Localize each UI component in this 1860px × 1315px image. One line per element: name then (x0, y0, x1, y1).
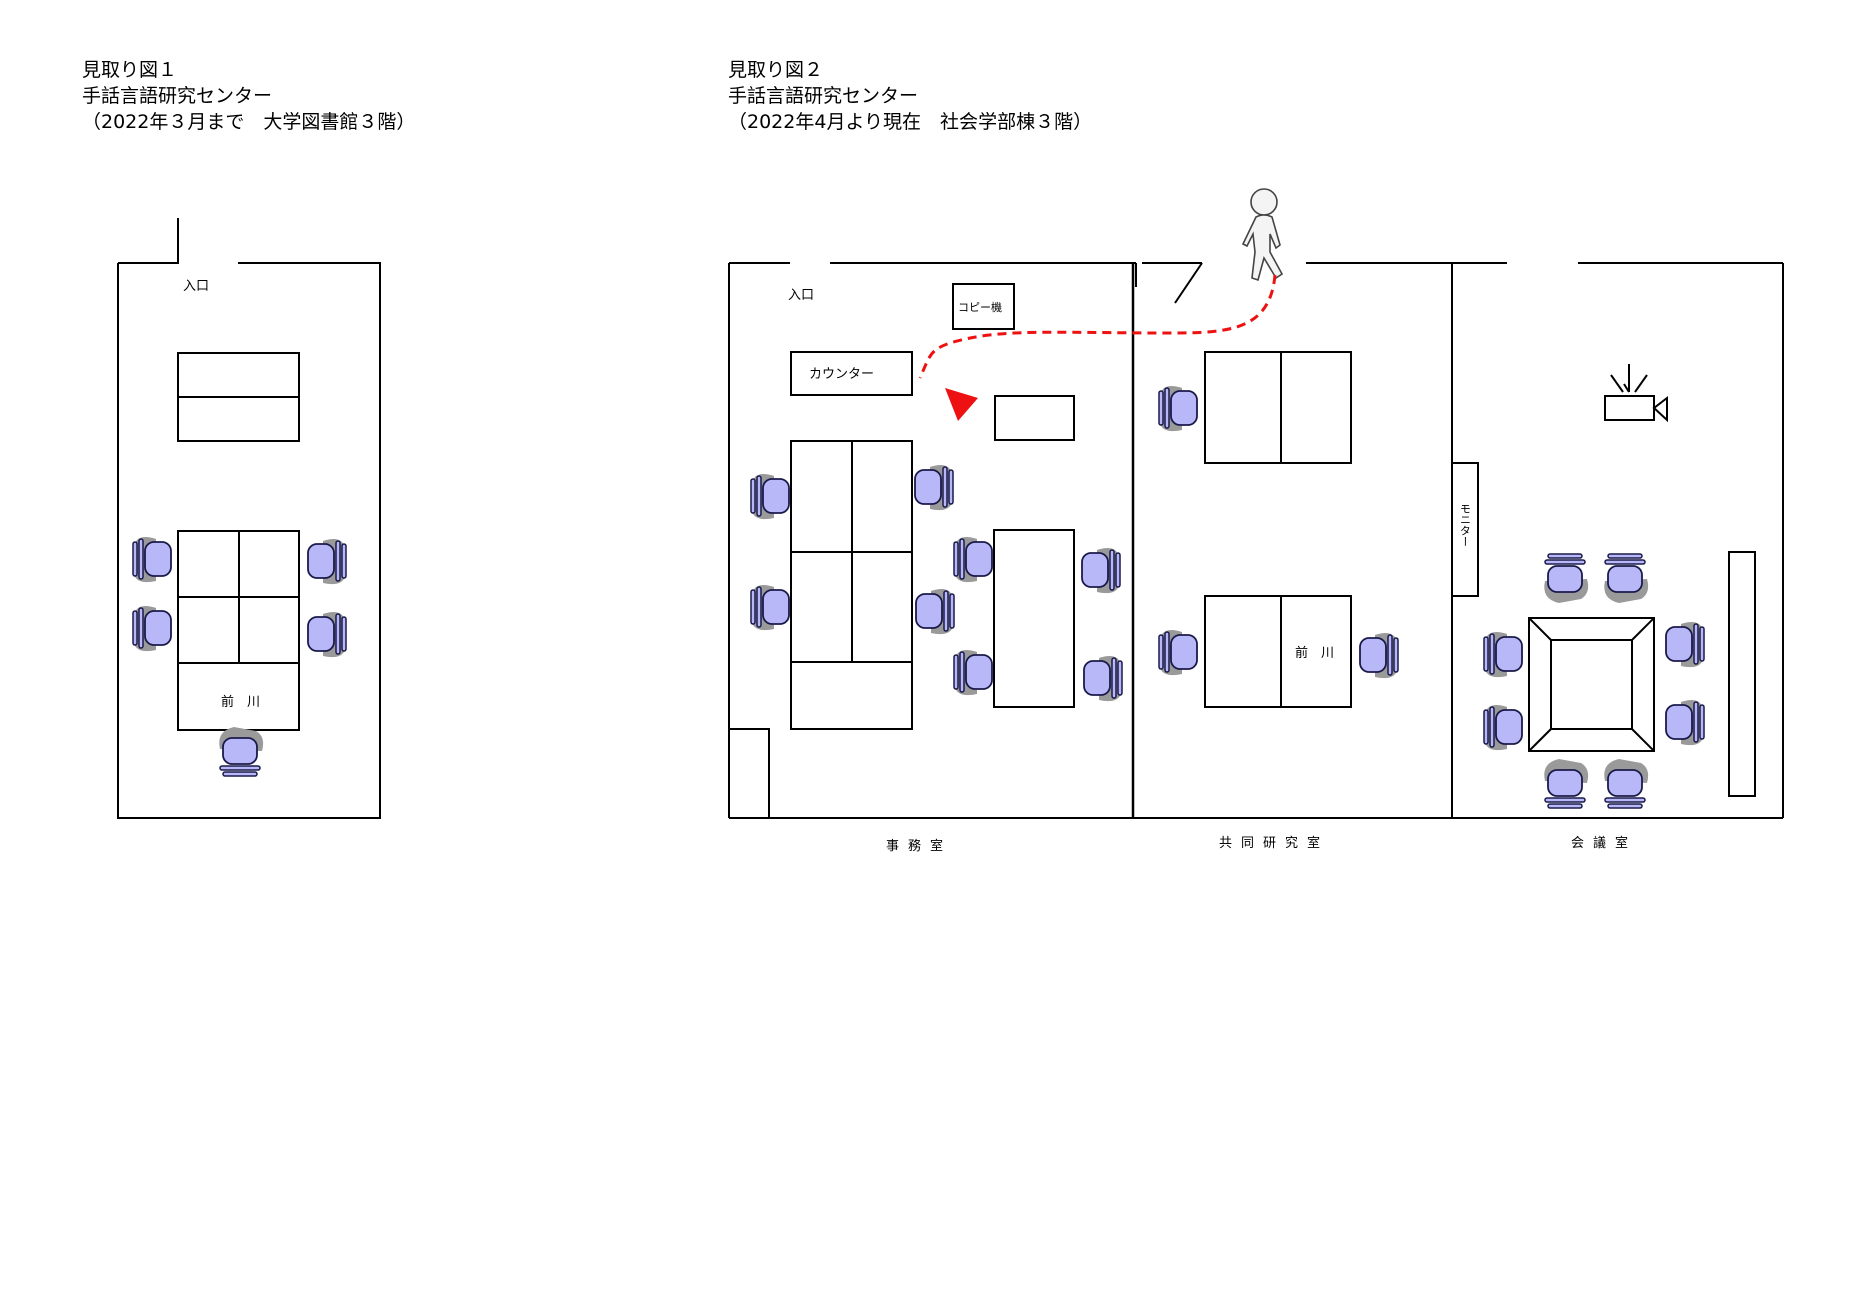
plan1-period: （2022年３月まで 大学図書館３階） (82, 111, 416, 133)
video-camera-icon (1604, 364, 1668, 423)
copier (952, 283, 1015, 330)
monitor (1451, 462, 1479, 597)
plan1-entrance-label: 入口 (183, 279, 209, 294)
plan2-desk-name: 前 川 (1295, 645, 1334, 661)
office-chair-icon (953, 536, 993, 584)
office-chair-icon (750, 584, 790, 632)
plan1-title: 見取り図１ (82, 59, 178, 81)
meeting-table (1528, 617, 1655, 752)
office-small-table (994, 395, 1075, 441)
plan2-entrance-label: 入口 (788, 288, 814, 303)
plan2-subtitle: 手話言語研究センター (728, 85, 919, 107)
office-chair-icon (1543, 553, 1590, 604)
office-chair-icon (132, 536, 172, 584)
office-chair-icon (1603, 553, 1650, 604)
office-chair-icon (307, 538, 347, 586)
office-chair-icon (218, 726, 265, 777)
plan2-title: 見取り図２ (728, 59, 824, 81)
office-corner-cabinet (729, 728, 770, 818)
office-chair-icon (307, 611, 347, 659)
plan2-floor (728, 262, 1784, 819)
monitor-label: モニター (1459, 503, 1472, 547)
office-chair-icon (1483, 631, 1523, 679)
office-chair-icon (953, 649, 993, 697)
office-chair-icon (750, 473, 790, 521)
room-joint-lab-label: 共同研究室 (1219, 835, 1329, 851)
plan1-desk-name: 前 川 (221, 694, 260, 710)
room-office-label: 事務室 (886, 838, 952, 854)
office-chair-icon (1543, 758, 1590, 809)
office-chair-icon (1665, 699, 1705, 747)
plan1-door (118, 218, 179, 264)
plan2-door-swing (1174, 262, 1203, 304)
office-chair-icon (915, 588, 955, 636)
office-chair-icon (1665, 621, 1705, 669)
plan1-floor (117, 218, 381, 819)
office-chair-icon (1081, 547, 1121, 595)
plan2-caption: 見取り図２ 手話言語研究センター （2022年4月より現在 社会学部棟３階） (728, 57, 1092, 135)
room-meeting-label: 会議室 (1571, 835, 1637, 851)
walking-person-icon (1241, 188, 1284, 282)
plan2-period: （2022年4月より現在 社会学部棟３階） (728, 111, 1093, 133)
counter (790, 351, 913, 396)
copier-label: コピー機 (958, 300, 1002, 314)
counter-label: カウンター (809, 367, 874, 382)
lab-table-bottom (1204, 595, 1352, 708)
route-arrow (918, 274, 1277, 421)
lab-table-top (1204, 351, 1352, 464)
meeting-side-shelf (1728, 551, 1756, 797)
route-arrowhead (945, 388, 978, 421)
office-chair-icon (1603, 758, 1650, 809)
office-chair-icon (1158, 629, 1198, 677)
office-chair-icon (914, 464, 954, 512)
plan1-walls (117, 262, 381, 819)
office-long-table (993, 529, 1075, 708)
office-chair-icon (1083, 655, 1123, 703)
plan1-caption: 見取り図１ 手話言語研究センター （2022年３月まで 大学図書館３階） (82, 57, 415, 135)
plan1-subtitle: 手話言語研究センター (82, 85, 273, 107)
office-chair-icon (1158, 385, 1198, 433)
office-chair-icon (132, 605, 172, 653)
office-chair-icon (1359, 632, 1399, 680)
office-chair-icon (1483, 704, 1523, 752)
